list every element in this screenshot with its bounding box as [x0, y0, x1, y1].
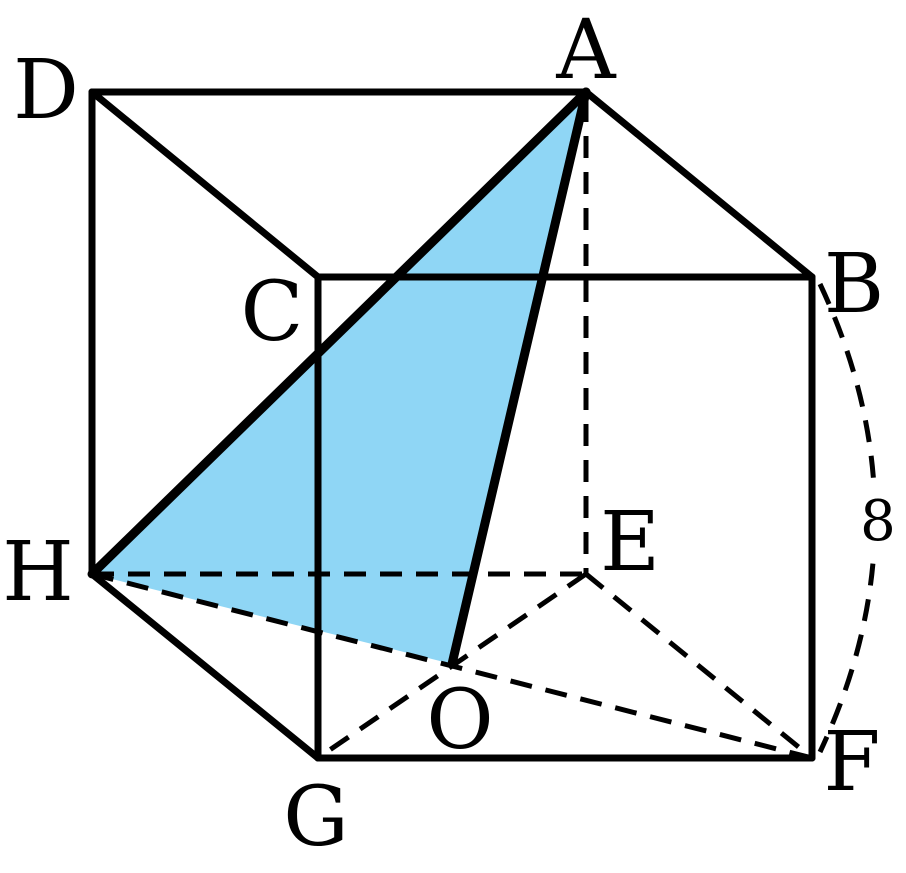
segment-AH: [87, 87, 591, 579]
edge-AB: [582, 88, 816, 281]
edge-HG: [88, 570, 322, 762]
vertex-label-C: C: [241, 265, 304, 360]
shaded-triangle-AHO: [92, 92, 586, 664]
triangle-edges: [87, 87, 591, 669]
edge-EF: [584, 572, 814, 760]
dimension-label: 8: [860, 489, 896, 554]
dimension-arc-BF: [817, 282, 878, 754]
dimension-label-bg: [852, 478, 902, 558]
vertex-label-H: H: [2, 525, 74, 620]
vertex-label-A: A: [555, 3, 617, 98]
segment-AO: [447, 87, 591, 669]
vertex-label-F: F: [824, 715, 881, 810]
vertex-label-O: O: [426, 673, 493, 768]
vertex-label-E: E: [600, 495, 660, 590]
vertex-label-D: D: [13, 43, 79, 138]
edge-DC: [88, 88, 322, 281]
vertex-label-B: B: [824, 237, 884, 332]
vertex-label-G: G: [283, 770, 349, 865]
